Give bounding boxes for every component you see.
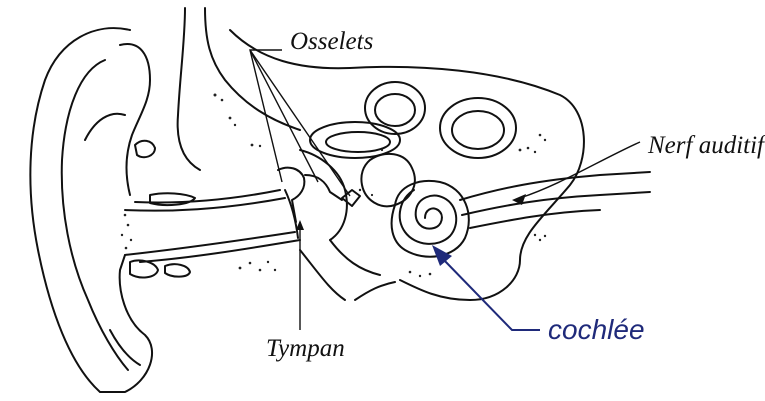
- incus: [305, 175, 342, 200]
- antihelix: [120, 44, 150, 195]
- lower-pocket-1: [130, 260, 158, 277]
- label-cochlee: cochlée: [548, 316, 645, 344]
- canal-upper-wall-2: [135, 190, 280, 203]
- bone-contour-mid: [230, 30, 584, 300]
- cochlee-arrowhead: [432, 245, 452, 266]
- label-osselets: Osselets: [290, 29, 373, 54]
- cochlee-leader: [442, 258, 540, 330]
- lower-pocket-2: [165, 264, 190, 276]
- helix-fold: [62, 60, 128, 370]
- middle-ear-cavity: [300, 150, 347, 240]
- malleus: [278, 168, 304, 222]
- nerf-auditif-bundle-2: [462, 192, 650, 215]
- vestibule: [361, 154, 414, 206]
- bone-contour-top: [178, 8, 200, 170]
- nerf-auditif-bundle: [460, 172, 650, 200]
- bone-contour-top-2: [205, 8, 300, 130]
- osselets-leader-2: [250, 50, 318, 182]
- bone-pocket: [135, 141, 155, 157]
- label-tympan: Tympan: [266, 336, 345, 361]
- tympan-arrowhead: [296, 220, 304, 230]
- nerf-leader: [520, 142, 640, 198]
- semicircular-canal-3-inner: [326, 132, 390, 152]
- canal-lower-wall: [125, 232, 295, 255]
- lobe-inner: [110, 330, 140, 365]
- label-nerf-auditif: Nerf auditif: [648, 133, 764, 158]
- concha-fold: [85, 114, 125, 140]
- osselets-leader-1: [250, 50, 282, 182]
- bone-lower-right: [330, 240, 380, 275]
- semicircular-canal-2-inner: [452, 111, 504, 149]
- bone-speckles: [121, 94, 546, 278]
- semicircular-canal-1-inner: [375, 94, 415, 126]
